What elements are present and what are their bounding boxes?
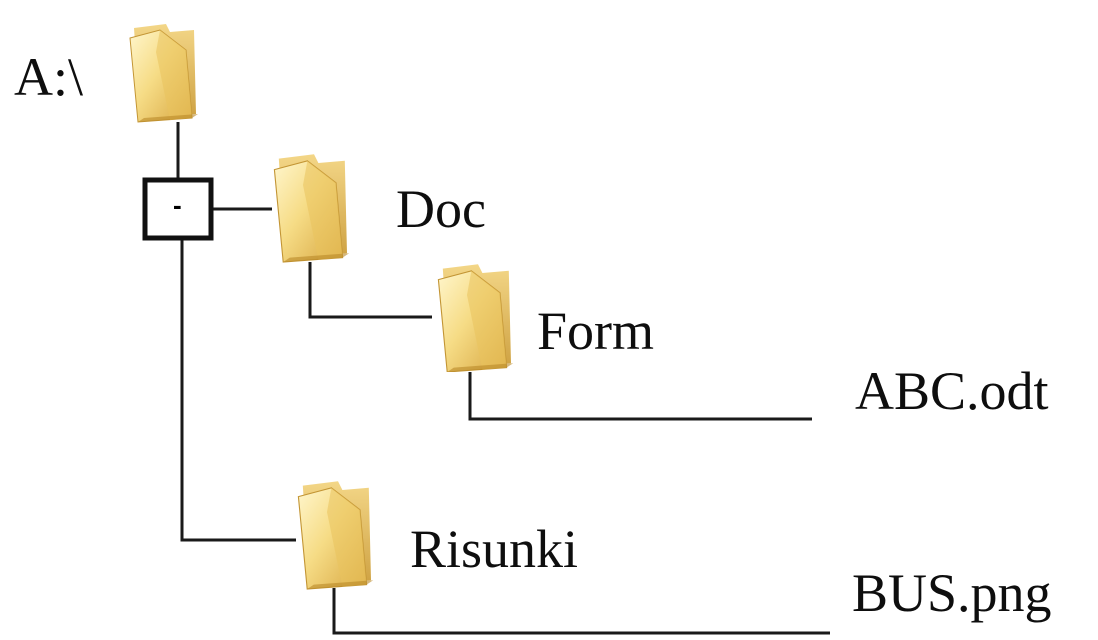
doc-to-form-line [308, 262, 432, 319]
folder-label-risunki[interactable]: Risunki [410, 519, 579, 579]
file-label-bus[interactable]: BUS.png [852, 563, 1052, 623]
risunki-to-bus-line [332, 588, 830, 635]
root-drive-label: A:\ [14, 47, 84, 107]
folder-label-form[interactable]: Form [537, 301, 655, 361]
toggle-box[interactable] [142, 177, 214, 241]
folder-icon [437, 263, 514, 372]
file-label-abc[interactable]: ABC.odt [855, 361, 1049, 421]
collapse-toggle-doc[interactable] [142, 177, 214, 241]
folder-label-doc[interactable]: Doc [396, 179, 486, 239]
folder-icon [129, 23, 199, 123]
folder-icon [273, 153, 350, 263]
collapse-toggle-sign[interactable]: - [173, 190, 182, 220]
form-to-abc-line [468, 372, 812, 421]
tree-connectors [176, 122, 830, 635]
folder-icon [297, 480, 374, 590]
root-to-risunki-line [180, 238, 296, 542]
